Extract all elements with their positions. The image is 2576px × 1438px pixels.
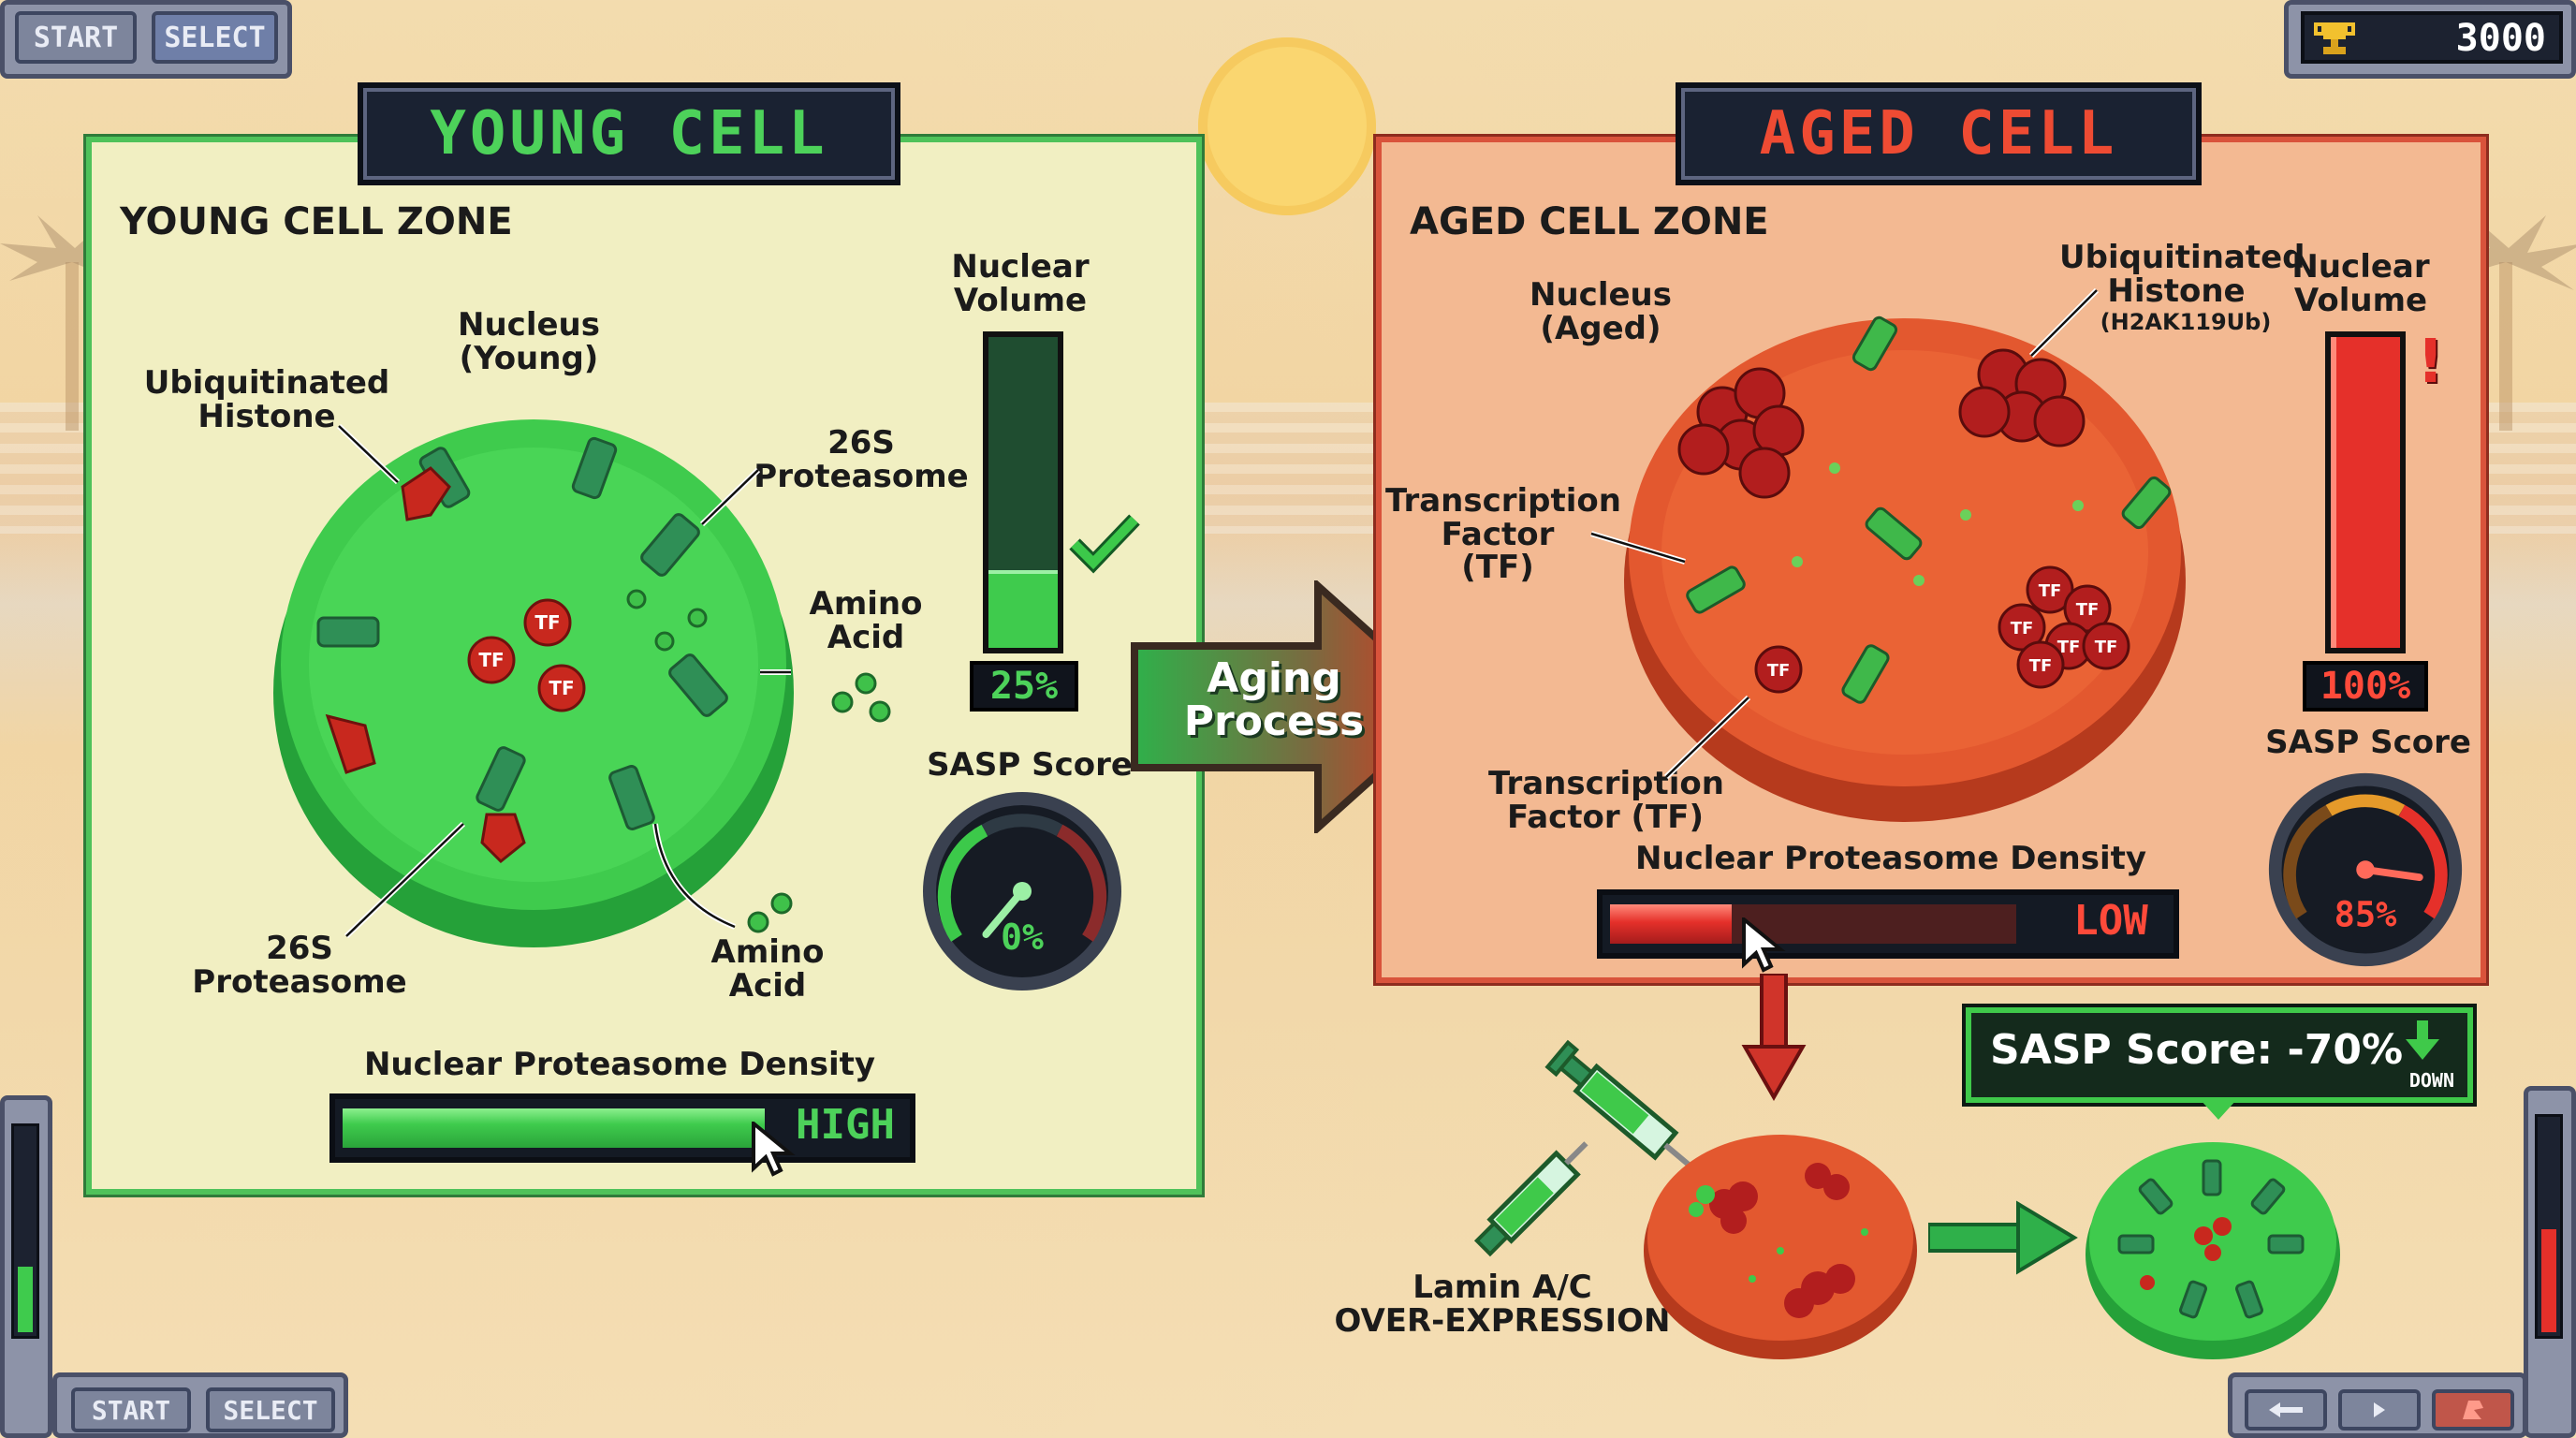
aged-tf-tag-3: TF [2076, 600, 2100, 620]
aged-tf-tag-6: TF [2095, 638, 2118, 657]
syringe-icon-2 [1473, 1141, 1588, 1257]
lamin-treatment-label: Lamin A/C OVER-EXPRESSION [1334, 1269, 1671, 1340]
young-amino-acid-label-top: Amino Acid [809, 585, 923, 656]
young-amino-acid-label-bottom: Amino Acid [710, 933, 825, 1005]
aged-tf-tag-5: TF [2057, 638, 2081, 657]
badge-pointer [2200, 1099, 2237, 1120]
record-icon [2463, 1401, 2483, 1419]
aged-volume-fill [2331, 337, 2400, 648]
aged-sasp-gauge: 85% [2268, 772, 2463, 967]
aged-cell-banner: AGED CELL [1676, 82, 2202, 185]
tf-tag-2: TF [478, 649, 504, 671]
select-button-bottom[interactable]: SELECT [206, 1387, 335, 1432]
next-button[interactable] [2338, 1389, 2421, 1431]
record-button[interactable] [2432, 1389, 2514, 1431]
young-nuclear-volume-label: Nuclear Volume [951, 248, 1090, 319]
back-arrow-icon [2269, 1402, 2303, 1417]
aged-tf-tag-4: TF [2011, 619, 2034, 638]
syringe-icon-1 [1544, 1039, 1693, 1169]
amino-acid-cluster-top [831, 672, 891, 723]
young-density-tag: HIGH [796, 1101, 895, 1149]
young-nuclear-volume-meter [983, 331, 1063, 653]
aged-nuclear-volume-meter [2325, 331, 2406, 653]
aged-nucleus: TF TF TF TF TF TF TF [1624, 315, 2186, 822]
cursor-icon-aged [1742, 917, 1786, 973]
tf-tag-3: TF [549, 677, 574, 699]
tf-tag-1: TF [534, 611, 560, 634]
young-volume-percent: 25% [970, 661, 1078, 712]
start-button-top[interactable]: START [15, 11, 137, 64]
aged-density-fill [1610, 904, 1732, 944]
start-button-bottom[interactable]: START [71, 1387, 191, 1432]
aged-tf-label-top: Transcription Factor (TF) [1385, 482, 1621, 587]
sasp-result-text: SASP Score: -70% [1990, 1026, 2404, 1074]
aged-tf-tag-1: TF [1767, 661, 1791, 681]
aged-nucleus-label: Nucleus (Aged) [1530, 276, 1672, 347]
young-sasp-label: SASP Score [927, 746, 1133, 784]
cursor-icon [752, 1122, 796, 1177]
aged-ub-histone-sub: (H2AK119Ub) [2100, 309, 2272, 335]
aged-nuclear-volume-label: Nuclear Volume [2291, 248, 2430, 319]
aged-ub-histone-label: Ubiquitinated Histone [2059, 239, 2305, 310]
sun [1198, 37, 1376, 215]
aged-zone-title: AGED CELL ZONE [1410, 200, 1769, 243]
young-density-label: Nuclear Proteasome Density [363, 1046, 876, 1083]
young-sasp-value: 0% [1001, 917, 1044, 958]
young-cell-banner: YOUNG CELL [358, 82, 900, 185]
young-volume-fill [988, 570, 1058, 648]
aged-tf-label-bottom: Transcription Factor (TF) [1488, 765, 1724, 836]
young-nucleus-label: Nucleus (Young) [458, 306, 600, 377]
right-scroll-track[interactable] [2535, 1114, 2563, 1339]
aged-density-bar [1597, 889, 2179, 959]
aged-tf-tag-2: TF [2039, 581, 2062, 601]
aged-sasp-value: 85% [2334, 894, 2397, 934]
select-button-top[interactable]: SELECT [152, 11, 278, 64]
aged-volume-percent: 100% [2303, 661, 2428, 712]
young-proteasome-label-top: 26S Proteasome [754, 424, 969, 495]
aged-tf-tag-7: TF [2029, 656, 2053, 676]
aged-sasp-label: SASP Score [2265, 724, 2471, 761]
young-nucleus: TF TF TF [273, 419, 794, 947]
sasp-result-badge: SASP Score: -70% DOWN [1962, 1004, 2477, 1107]
treated-aged-nucleus [1644, 1135, 1917, 1359]
treated-young-nucleus [2086, 1142, 2340, 1359]
young-density-fill [343, 1108, 765, 1148]
young-proteasome-label-bottom: 26S Proteasome [192, 930, 407, 1001]
score-value: 3000 [2455, 17, 2546, 60]
young-sasp-gauge: 0% [923, 792, 1121, 990]
score-display: 3000 [2301, 11, 2563, 64]
down-arrow-small-icon [2406, 1020, 2439, 1060]
down-tag: DOWN [2408, 1069, 2454, 1092]
check-icon [1069, 514, 1140, 574]
young-zone-title: YOUNG CELL ZONE [120, 200, 513, 243]
warning-icon: ! [2417, 328, 2445, 397]
aged-density-label: Nuclear Proteasome Density [1634, 840, 2147, 877]
trophy-icon [2314, 22, 2355, 54]
amino-acid-cluster-bottom [747, 892, 793, 933]
aging-process-label: Aging Process [1183, 654, 1365, 746]
aged-density-tag: LOW [2073, 897, 2148, 945]
left-scroll-track[interactable] [11, 1123, 39, 1339]
young-density-bar [329, 1093, 915, 1163]
back-button[interactable] [2245, 1389, 2327, 1431]
left-scroll-thumb[interactable] [18, 1267, 33, 1332]
next-arrow-icon [2374, 1402, 2385, 1417]
young-ub-histone-label: Ubiquitinated Histone [143, 364, 390, 435]
down-arrow-icon [1741, 974, 1807, 1102]
right-scroll-thumb[interactable] [2541, 1229, 2556, 1332]
result-arrow-icon [1928, 1200, 2078, 1275]
